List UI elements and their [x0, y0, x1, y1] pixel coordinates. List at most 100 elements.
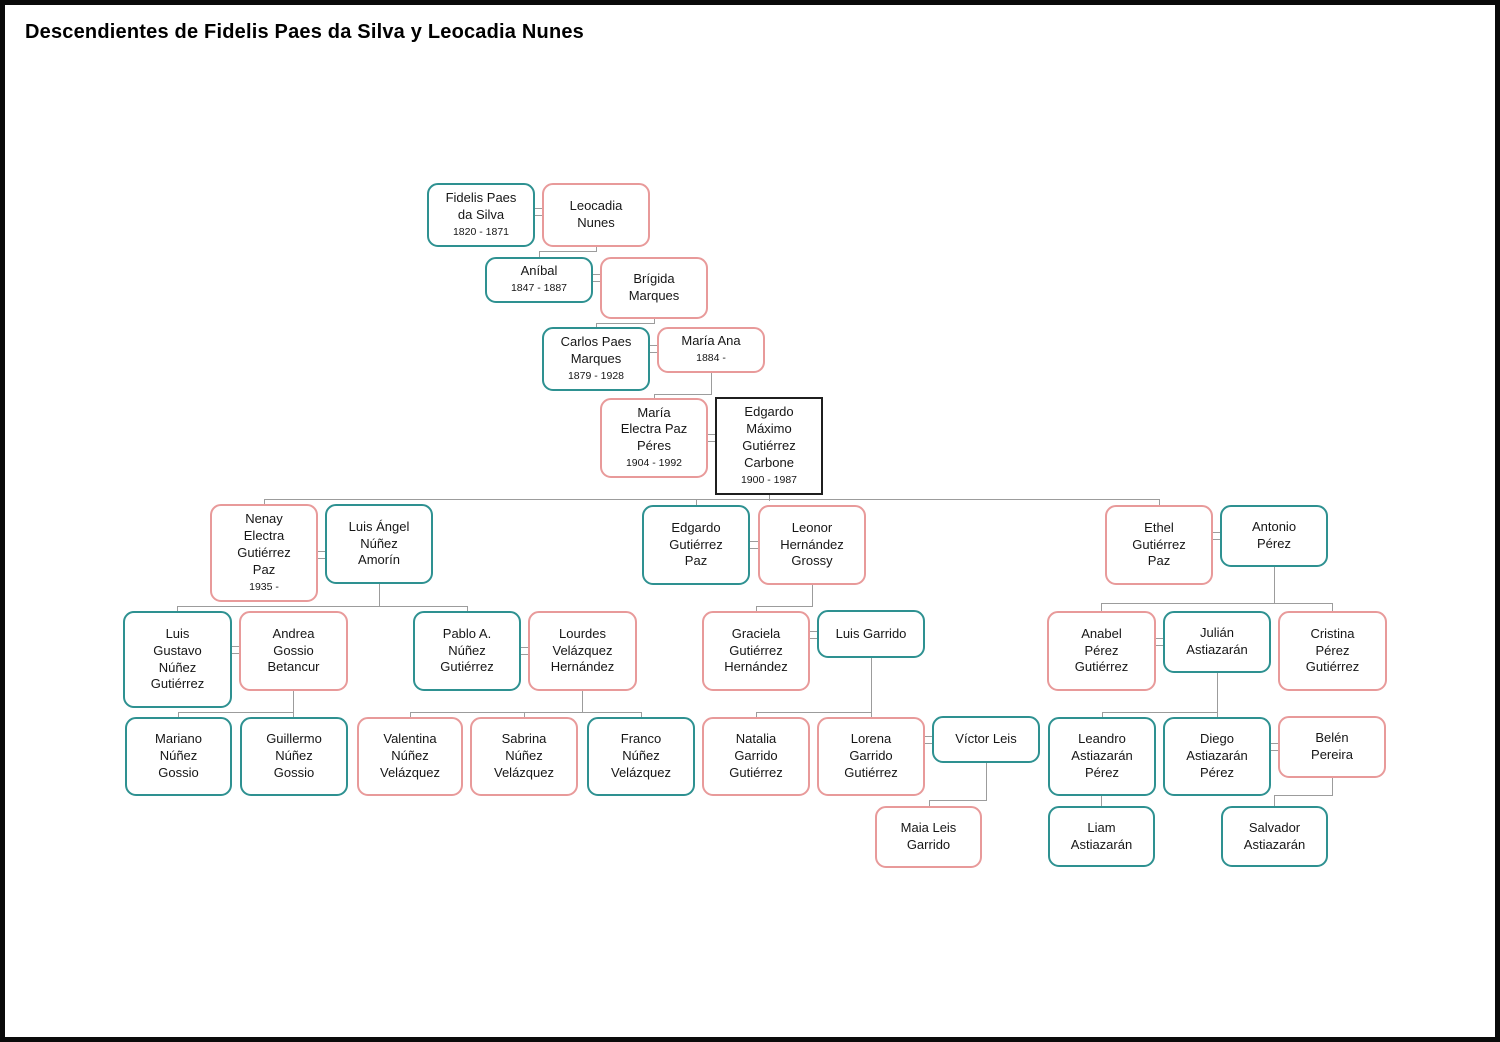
person-box[interactable]: Julián Astiazarán	[1163, 611, 1271, 673]
person-box[interactable]: Edgardo Máximo Gutiérrez Carbone 1900 - 1…	[715, 397, 823, 495]
person-name: Anabel Pérez Gutiérrez	[1074, 625, 1129, 675]
person-name: Andrea Gossio Betancur	[267, 625, 320, 675]
descent-line	[756, 606, 813, 607]
person-box[interactable]: Andrea Gossio Betancur	[239, 611, 348, 691]
person-name: Leocadia Nunes	[569, 198, 623, 230]
person-name: Edgardo Máximo Gutiérrez Carbone	[742, 404, 796, 470]
descent-line	[1274, 795, 1275, 807]
descent-line	[1332, 603, 1333, 612]
person-box[interactable]: Liam Astiazarán	[1048, 806, 1155, 867]
person-name: Aníbal	[520, 263, 558, 279]
person-box[interactable]: Luis Garrido	[817, 610, 925, 658]
person-name: Carlos Paes Marques	[560, 333, 632, 366]
marriage-connector	[231, 646, 241, 654]
person-name: Mariano Núñez Gossio	[155, 731, 202, 780]
descent-line	[929, 800, 987, 801]
person-name: Franco Núñez Velázquez	[611, 731, 671, 780]
person-dates: 1904 - 1992	[625, 457, 683, 470]
person-box[interactable]: Anabel Pérez Gutiérrez	[1047, 611, 1156, 691]
marriage-connector	[809, 631, 819, 639]
person-box[interactable]: Leocadia Nunes	[542, 183, 650, 247]
descent-line	[410, 712, 642, 713]
descent-line	[1102, 712, 1218, 713]
person-box[interactable]: Luis Ángel Núñez Amorín	[325, 504, 433, 584]
person-box[interactable]: Guillermo Núñez Gossio	[240, 717, 348, 796]
person-name: Lourdes Velázquez Hernández	[550, 625, 615, 675]
person-box[interactable]: Natalia Garrido Gutiérrez	[702, 717, 810, 796]
descent-line	[524, 712, 525, 718]
descent-line	[641, 712, 642, 718]
person-box[interactable]: Belén Pereira	[1278, 716, 1386, 778]
person-name: Leonor Hernández Grossy	[780, 519, 844, 569]
marriage-connector	[924, 736, 934, 744]
marriage-connector	[1270, 743, 1280, 751]
person-dates: 1879 - 1928	[567, 369, 625, 382]
person-box[interactable]: Valentina Núñez Velázquez	[357, 717, 463, 796]
person-box[interactable]: Mariano Núñez Gossio	[125, 717, 232, 796]
person-dates: 1900 - 1987	[740, 473, 798, 486]
descent-line	[596, 247, 597, 252]
marriage-connector	[533, 208, 543, 216]
person-name: Lorena Garrido Gutiérrez	[844, 731, 898, 780]
person-box[interactable]: Aníbal 1847 - 1887	[485, 257, 593, 303]
person-name: Natalia Garrido Gutiérrez	[729, 731, 783, 780]
person-name: Guillermo Núñez Gossio	[266, 731, 322, 780]
person-name: Brígida Marques	[628, 271, 680, 303]
person-box[interactable]: Maia Leis Garrido	[875, 806, 982, 868]
marriage-connector	[1155, 638, 1165, 646]
person-box[interactable]: Lorena Garrido Gutiérrez	[817, 717, 925, 796]
person-box[interactable]: Brígida Marques	[600, 257, 708, 319]
person-name: Antonio Pérez	[1251, 519, 1297, 551]
marriage-connector	[592, 274, 602, 282]
person-box[interactable]: Cristina Pérez Gutiérrez	[1278, 611, 1387, 691]
person-name: Graciela Gutiérrez Hernández	[724, 625, 788, 675]
marriage-connector	[520, 647, 530, 655]
person-box[interactable]: Diego Astiazarán Pérez	[1163, 717, 1271, 796]
descent-line	[1274, 795, 1333, 796]
descent-line	[582, 691, 583, 713]
descent-line	[756, 712, 872, 713]
person-dates: 1847 - 1887	[510, 282, 568, 295]
descent-line	[264, 499, 265, 505]
person-box[interactable]: Ethel Gutiérrez Paz	[1105, 505, 1213, 585]
marriage-connector	[749, 541, 759, 549]
descent-line	[293, 691, 294, 717]
person-name: Víctor Leis	[955, 731, 1017, 747]
person-box[interactable]: Carlos Paes Marques 1879 - 1928	[542, 327, 650, 391]
person-name: Pablo A. Núñez Gutiérrez	[440, 625, 494, 675]
person-name: Sabrina Núñez Velázquez	[494, 731, 554, 780]
person-box[interactable]: Leandro Astiazarán Pérez	[1048, 717, 1156, 796]
descent-line	[264, 499, 1160, 500]
descent-line	[379, 584, 380, 607]
person-box[interactable]: Víctor Leis	[932, 716, 1040, 763]
person-box[interactable]: Leonor Hernández Grossy	[758, 505, 866, 585]
person-box[interactable]: Graciela Gutiérrez Hernández	[702, 611, 810, 691]
person-box[interactable]: Lourdes Velázquez Hernández	[528, 611, 637, 691]
descent-line	[1102, 712, 1103, 718]
person-box[interactable]: Franco Núñez Velázquez	[587, 717, 695, 796]
descent-line	[596, 323, 655, 324]
descent-line	[1101, 796, 1102, 807]
person-box[interactable]: Salvador Astiazarán	[1221, 806, 1328, 867]
person-box[interactable]: Luis Gustavo Núñez Gutiérrez	[123, 611, 232, 708]
person-box[interactable]: Antonio Pérez	[1220, 505, 1328, 567]
descent-line	[756, 712, 757, 718]
descent-line	[178, 712, 294, 713]
person-box[interactable]: Nenay Electra Gutiérrez Paz 1935 -	[210, 504, 318, 602]
person-dates: 1820 - 1871	[452, 225, 510, 238]
person-name: Julián Astiazarán	[1186, 625, 1248, 657]
person-dates: 1935 -	[249, 580, 279, 593]
person-box[interactable]: Edgardo Gutiérrez Paz	[642, 505, 750, 585]
person-name: Belén Pereira	[1311, 730, 1353, 762]
marriage-connector	[649, 345, 659, 353]
person-name: Ethel Gutiérrez Paz	[1132, 519, 1186, 569]
person-name: Nenay Electra Gutiérrez Paz	[237, 511, 291, 577]
person-box[interactable]: Pablo A. Núñez Gutiérrez	[413, 611, 521, 691]
person-name: María Ana	[681, 333, 741, 349]
descent-line	[539, 251, 540, 258]
person-box[interactable]: Sabrina Núñez Velázquez	[470, 717, 578, 796]
